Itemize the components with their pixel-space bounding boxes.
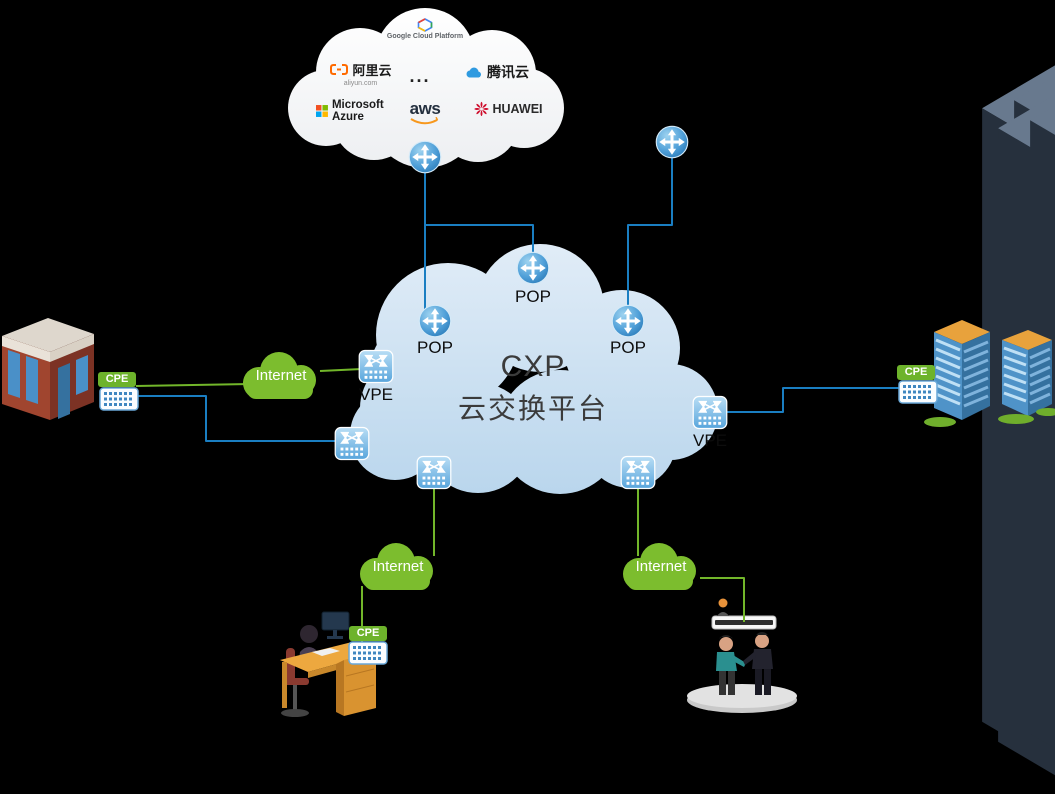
huawei-flower-icon — [473, 101, 489, 116]
azure-label: Microsoft Azure — [331, 99, 384, 123]
city-towers-icon — [924, 320, 1055, 427]
vpe-right-switch-icon — [693, 397, 727, 429]
internet-left-label: Internet — [255, 367, 307, 384]
aliyun-label: 阿里云 — [352, 63, 392, 78]
vpe-left-label: VPE — [358, 385, 394, 404]
edge-switch-bottom-left-icon — [417, 457, 451, 489]
link-datacenter-to-pop-right — [627, 138, 673, 318]
office-building-icon — [2, 318, 94, 420]
link-cpe-left-to-internet — [135, 383, 251, 387]
pop-left-router-icon — [418, 304, 452, 338]
connection-lines — [135, 138, 903, 648]
microsoft-squares-icon — [316, 105, 328, 117]
huawei-logo: HUAWEI — [462, 101, 554, 116]
cxp-title-line1: CXP — [500, 350, 566, 383]
pop-top-router-icon — [516, 251, 550, 285]
internet-bottom-right-label: Internet — [635, 558, 687, 575]
gcp-label: Google Cloud Platform — [386, 33, 464, 40]
aws-logo: aws — [402, 99, 448, 126]
pop-right-router-icon — [611, 304, 645, 338]
link-internet-br-to-partners — [700, 577, 745, 622]
cpe-bottom-device-icon — [348, 641, 388, 665]
cpe-right-badge: CPE — [897, 365, 935, 380]
aws-label: aws — [409, 99, 441, 118]
link-vpe-right-to-cpe-right — [720, 387, 903, 413]
handshake-people-icon — [687, 598, 797, 713]
datacenter-router-icon — [655, 125, 689, 159]
link-cpe-left-to-switch — [136, 395, 340, 442]
cpe-left-device-icon — [99, 387, 139, 411]
link-internet-to-vpe-left — [319, 368, 363, 372]
aws-smile-icon — [410, 117, 439, 125]
cpe-bottom-badge: CPE — [349, 626, 387, 641]
vpe-left-switch-icon — [359, 351, 393, 383]
cpe-left-badge: CPE — [98, 372, 136, 387]
aliyun-brackets-icon — [330, 64, 349, 75]
edge-switch-bottom-right-icon — [621, 457, 655, 489]
azure-logo: Microsoft Azure — [316, 99, 418, 123]
tencent-label: 腾讯云 — [487, 64, 529, 80]
pop-top-label: POP — [515, 287, 551, 306]
tencent-cloud-logo: 腾讯云 — [452, 62, 540, 82]
vpe-right-label: VPE — [692, 431, 728, 450]
cpe-right-device-icon — [898, 380, 938, 404]
provider-edge-router-icon — [408, 140, 442, 174]
cxp-title-line2: 云交换平台 — [457, 393, 608, 424]
link-providers-to-pop-top — [425, 224, 534, 264]
aliyun-domain: aliyun.com — [343, 80, 378, 87]
huawei-label: HUAWEI — [492, 101, 543, 116]
internet-bottom-left-label: Internet — [372, 558, 424, 575]
aliyun-logo: 阿里云 aliyun.com — [318, 60, 403, 87]
pop-right-label: POP — [610, 338, 646, 357]
tencent-cloud-icon — [466, 67, 481, 77]
gcp-hexagon-icon — [417, 18, 433, 32]
gcp-logo: Google Cloud Platform — [375, 18, 475, 40]
ellipsis-text: ... — [409, 66, 431, 86]
pop-left-label: POP — [417, 338, 453, 357]
edge-switch-left-lower-icon — [335, 428, 369, 460]
